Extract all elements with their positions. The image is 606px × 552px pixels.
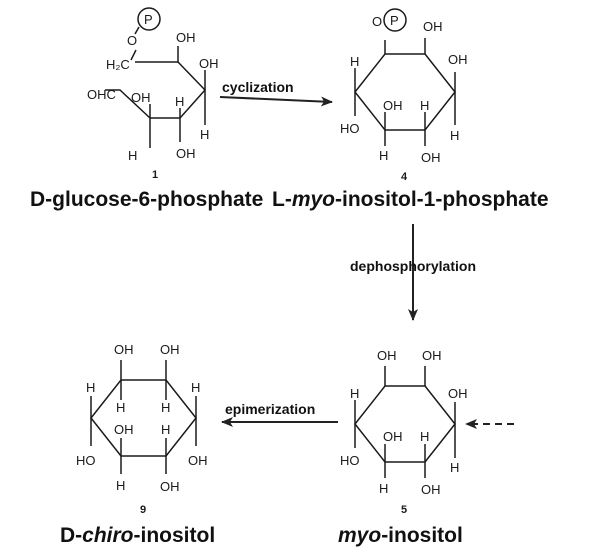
atom-label: OH xyxy=(114,422,134,437)
atom-label: OH xyxy=(160,342,180,357)
cyclization-arrow xyxy=(219,96,333,107)
atom-label: OH xyxy=(383,98,403,113)
atom-label: OH xyxy=(131,90,151,105)
atom-label: H xyxy=(379,481,388,496)
name-prefix: L- xyxy=(272,188,292,211)
name-italic: myo xyxy=(338,524,381,547)
atom-label: P xyxy=(144,12,153,27)
compound-number-9: 9 xyxy=(140,504,146,516)
atom-label: H xyxy=(161,422,170,437)
atom-label: H xyxy=(450,128,459,143)
compound-name-chiro-inositol: D-chiro-inositol xyxy=(60,524,215,547)
bond-line xyxy=(134,26,140,35)
atom-label: H xyxy=(116,478,125,493)
compound-number-1: 1 xyxy=(152,169,158,181)
name-italic: myo xyxy=(292,188,335,211)
epimerization-label: epimerization xyxy=(225,401,315,417)
atom-label: OH xyxy=(448,52,468,67)
atom-label: P xyxy=(390,13,399,28)
atom-label: OH xyxy=(421,150,441,165)
name-italic: chiro xyxy=(82,524,134,547)
atom-label: OH xyxy=(383,429,403,444)
ring-bond xyxy=(354,53,456,131)
atom-label: OH xyxy=(176,146,196,161)
atom-label: O xyxy=(127,33,137,48)
atom-label: H xyxy=(161,400,170,415)
phosphate-circle xyxy=(383,8,407,32)
dephosphorylation-label: dephosphorylation xyxy=(350,258,476,274)
structure-glucose-6-phosphate: P O H₂C OH OH H H OH OH H OHC xyxy=(87,7,219,163)
atom-label: H xyxy=(128,148,137,163)
atom-label: H xyxy=(175,94,184,109)
atom-label: HO xyxy=(340,121,360,136)
compound-number-5: 5 xyxy=(401,504,407,516)
name-prefix: D- xyxy=(60,524,82,547)
atom-label: H xyxy=(200,127,209,142)
structure-myo-inositol-1-phosphate: O P OH OH H H HO OH H H OH xyxy=(340,8,468,165)
bond-line xyxy=(105,61,207,119)
atom-label: H₂C xyxy=(106,57,130,72)
atom-label: H xyxy=(379,148,388,163)
cyclization-label: cyclization xyxy=(222,79,294,95)
structure-chiro-inositol: OH OH H OH H HO H H OH H H OH xyxy=(76,342,208,494)
atom-label: OH xyxy=(422,348,442,363)
atom-label: OH xyxy=(160,479,180,494)
atom-label: H xyxy=(420,429,429,444)
atom-label: H xyxy=(420,98,429,113)
compound-name-myo-inositol-1-phosphate: L-myo-inositol-1-phosphate xyxy=(272,188,549,211)
atom-label: OH xyxy=(199,56,219,71)
atom-label: OH xyxy=(448,386,468,401)
atom-label: HO xyxy=(76,453,96,468)
atom-label: O xyxy=(372,14,382,29)
name-suffix: -inositol xyxy=(381,524,463,547)
atom-label: HO xyxy=(340,453,360,468)
atom-label: H xyxy=(350,54,359,69)
atom-label: OH xyxy=(188,453,208,468)
atom-label: OH xyxy=(176,30,196,45)
atom-label: OH xyxy=(377,348,397,363)
ring-bond xyxy=(90,379,197,457)
ring-bond xyxy=(354,385,456,463)
name-suffix: -inositol xyxy=(134,524,216,547)
atom-label: H xyxy=(116,400,125,415)
phosphate-circle xyxy=(137,7,161,31)
atom-label: H xyxy=(191,380,200,395)
structure-myo-inositol: OH OH OH H H HO OH H H OH xyxy=(340,348,468,497)
atom-label: OH xyxy=(423,19,443,34)
compound-name-glucose-6-phosphate: D-glucose-6-phosphate xyxy=(30,188,263,211)
compound-number-4: 4 xyxy=(401,171,408,183)
name-suffix: -inositol-1-phosphate xyxy=(335,188,549,211)
atom-label: OH xyxy=(114,342,134,357)
atom-label: OHC xyxy=(87,87,116,102)
atom-label: H xyxy=(86,380,95,395)
bond-line xyxy=(130,49,137,61)
compound-name-myo-inositol: myo-inositol xyxy=(338,524,463,547)
name-prefix: D-glucose-6-phosphate xyxy=(30,188,263,211)
atom-label: H xyxy=(450,460,459,475)
atom-label: H xyxy=(350,386,359,401)
atom-label: OH xyxy=(421,482,441,497)
